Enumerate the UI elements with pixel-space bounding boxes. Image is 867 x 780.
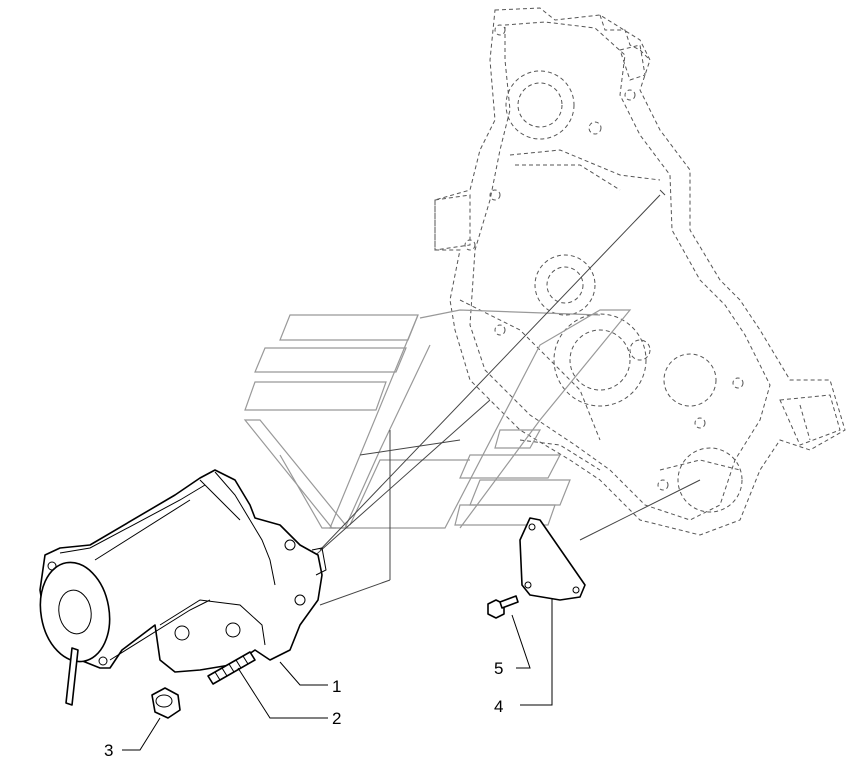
cover-plate [519, 517, 586, 601]
callout-2: 2 [332, 709, 341, 728]
engine-front-cover-outline [434, 7, 846, 536]
hex-bolt [487, 595, 519, 619]
callout-1: 1 [332, 677, 341, 696]
assembly-guide-lines [309, 189, 701, 606]
hex-nut [151, 687, 181, 719]
callout-5: 5 [494, 659, 503, 678]
stud-bolt [207, 651, 256, 685]
leader-lines [122, 598, 553, 751]
brand-watermark-logo [243, 309, 632, 529]
callout-3: 3 [104, 741, 113, 760]
callout-4: 4 [494, 697, 503, 716]
callout-labels: 1 2 3 4 5 [104, 659, 503, 760]
starter-motor [39, 469, 327, 706]
